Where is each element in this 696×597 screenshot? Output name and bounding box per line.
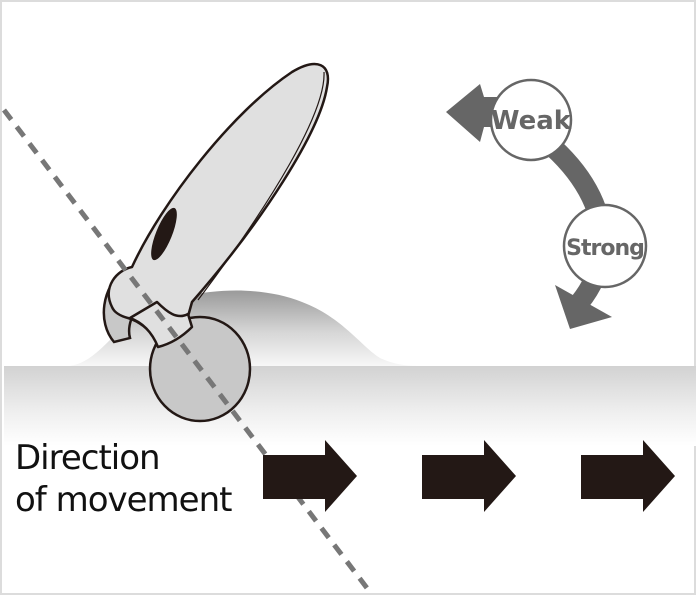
handle-edge-line [197, 71, 325, 301]
roller-device [102, 62, 330, 423]
dashed-axis-line [2, 108, 372, 594]
strong-arrow-head-icon [555, 285, 612, 329]
movement-arrow-icon [422, 440, 516, 512]
strong-circle [562, 203, 648, 289]
movement-arrow-icon [263, 440, 357, 512]
weak-circle [489, 78, 573, 162]
direction-label-line2: of movement [15, 480, 232, 520]
movement-arrow-icon [581, 440, 675, 512]
direction-label-line1: Direction [15, 438, 160, 478]
skin-base [4, 366, 696, 446]
strong-label: Strong [566, 236, 644, 261]
weak-label: Weak [491, 106, 572, 136]
pressure-indicator: Weak Strong [446, 78, 648, 329]
movement-arrows [263, 440, 675, 512]
handle-slot [151, 207, 177, 261]
